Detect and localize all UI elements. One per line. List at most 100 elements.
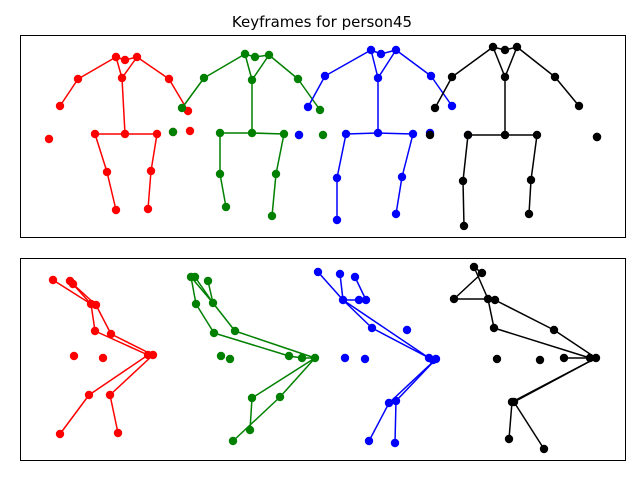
joint-point: [271, 169, 281, 179]
bone-segment: [244, 53, 253, 81]
joint-point: [69, 351, 79, 361]
bone-segment: [336, 133, 347, 179]
joint-point: [430, 103, 440, 113]
joint-point: [73, 74, 83, 84]
joint-point: [297, 353, 307, 363]
bone-segment: [203, 53, 246, 79]
joint-point: [366, 45, 376, 55]
bone-segment: [59, 78, 79, 107]
joint-point: [111, 52, 121, 62]
bone-segment: [275, 133, 285, 175]
joint-point: [318, 130, 328, 140]
joint-point: [490, 295, 500, 305]
joint-point: [68, 279, 78, 289]
bone-segment: [195, 303, 215, 334]
bone-segment: [212, 302, 236, 332]
joint-point: [230, 326, 240, 336]
bone-segment: [324, 49, 372, 77]
bone-segment: [251, 54, 270, 81]
joint-point: [55, 429, 65, 439]
skeleton-top-0: [44, 52, 195, 215]
joint-point: [84, 390, 94, 400]
joint-point: [185, 126, 195, 136]
joint-point: [199, 73, 209, 83]
joint-point: [549, 325, 559, 335]
bone-segment: [434, 76, 453, 109]
bone-segment: [90, 303, 96, 332]
joint-point: [354, 295, 364, 305]
bone-segment: [121, 77, 126, 135]
joint-point: [247, 75, 257, 85]
bone-segment: [121, 56, 138, 79]
bone-segment: [453, 272, 483, 300]
joint-point: [500, 130, 510, 140]
bone-segment: [530, 134, 538, 181]
bone-segment: [234, 330, 316, 359]
bone-segment: [95, 304, 112, 335]
joint-point: [228, 436, 238, 446]
bone-segment: [268, 54, 299, 80]
bone-segment: [354, 276, 367, 301]
joint-point: [310, 353, 320, 363]
joint-point: [469, 262, 479, 272]
joint-point: [500, 72, 510, 82]
joint-point: [585, 353, 595, 363]
joint-point: [90, 326, 100, 336]
joint-point: [391, 209, 401, 219]
joint-point: [367, 323, 377, 333]
joint-point: [191, 299, 201, 309]
joint-point: [524, 209, 534, 219]
joint-point: [539, 444, 549, 454]
joint-point: [397, 172, 407, 182]
panel-top: [20, 35, 626, 238]
skeleton-bottom-0: [48, 275, 158, 439]
joint-point: [90, 129, 100, 139]
joint-point: [264, 50, 274, 60]
joint-point: [509, 397, 519, 407]
bone-segment: [451, 46, 494, 78]
joint-point: [106, 329, 116, 339]
bone-segment: [109, 394, 119, 434]
joint-point: [216, 351, 226, 361]
bone-segment: [513, 357, 597, 403]
skeleton-bottom-1: [186, 272, 320, 446]
joint-point: [350, 272, 360, 282]
joint-point: [361, 295, 371, 305]
joint-point: [215, 169, 225, 179]
bone-segment: [251, 357, 316, 399]
bone-segment: [219, 173, 227, 208]
bone-segment: [430, 75, 453, 107]
joint-point: [591, 353, 601, 363]
bone-segment: [88, 354, 149, 396]
panel-bottom: [20, 258, 626, 461]
bone-segment: [147, 170, 152, 210]
bone-segment: [109, 354, 154, 396]
panel-top-marks: [44, 42, 602, 231]
joint-point: [303, 102, 313, 112]
joint-point: [535, 355, 545, 365]
bone-segment: [251, 132, 285, 135]
skeleton-bottom-2: [313, 267, 441, 448]
joint-point: [550, 72, 560, 82]
joint-point: [117, 73, 127, 83]
joint-point: [247, 393, 257, 403]
joint-point: [373, 128, 383, 138]
joint-point: [512, 42, 522, 52]
joint-point: [447, 72, 457, 82]
bone-segment: [462, 134, 469, 182]
joint-point: [431, 354, 441, 364]
joint-point: [376, 49, 386, 59]
joint-point: [111, 205, 121, 215]
joint-point: [360, 354, 370, 364]
bone-segment: [213, 332, 290, 357]
bone-segment: [279, 357, 316, 398]
bone-segment: [77, 56, 117, 80]
joint-point: [488, 42, 498, 52]
joint-point: [483, 294, 493, 304]
joint-point: [492, 354, 502, 364]
bone-segment: [94, 133, 108, 173]
bone-segment: [94, 330, 149, 356]
bone-segment: [493, 327, 591, 359]
bone-segment: [553, 329, 597, 359]
